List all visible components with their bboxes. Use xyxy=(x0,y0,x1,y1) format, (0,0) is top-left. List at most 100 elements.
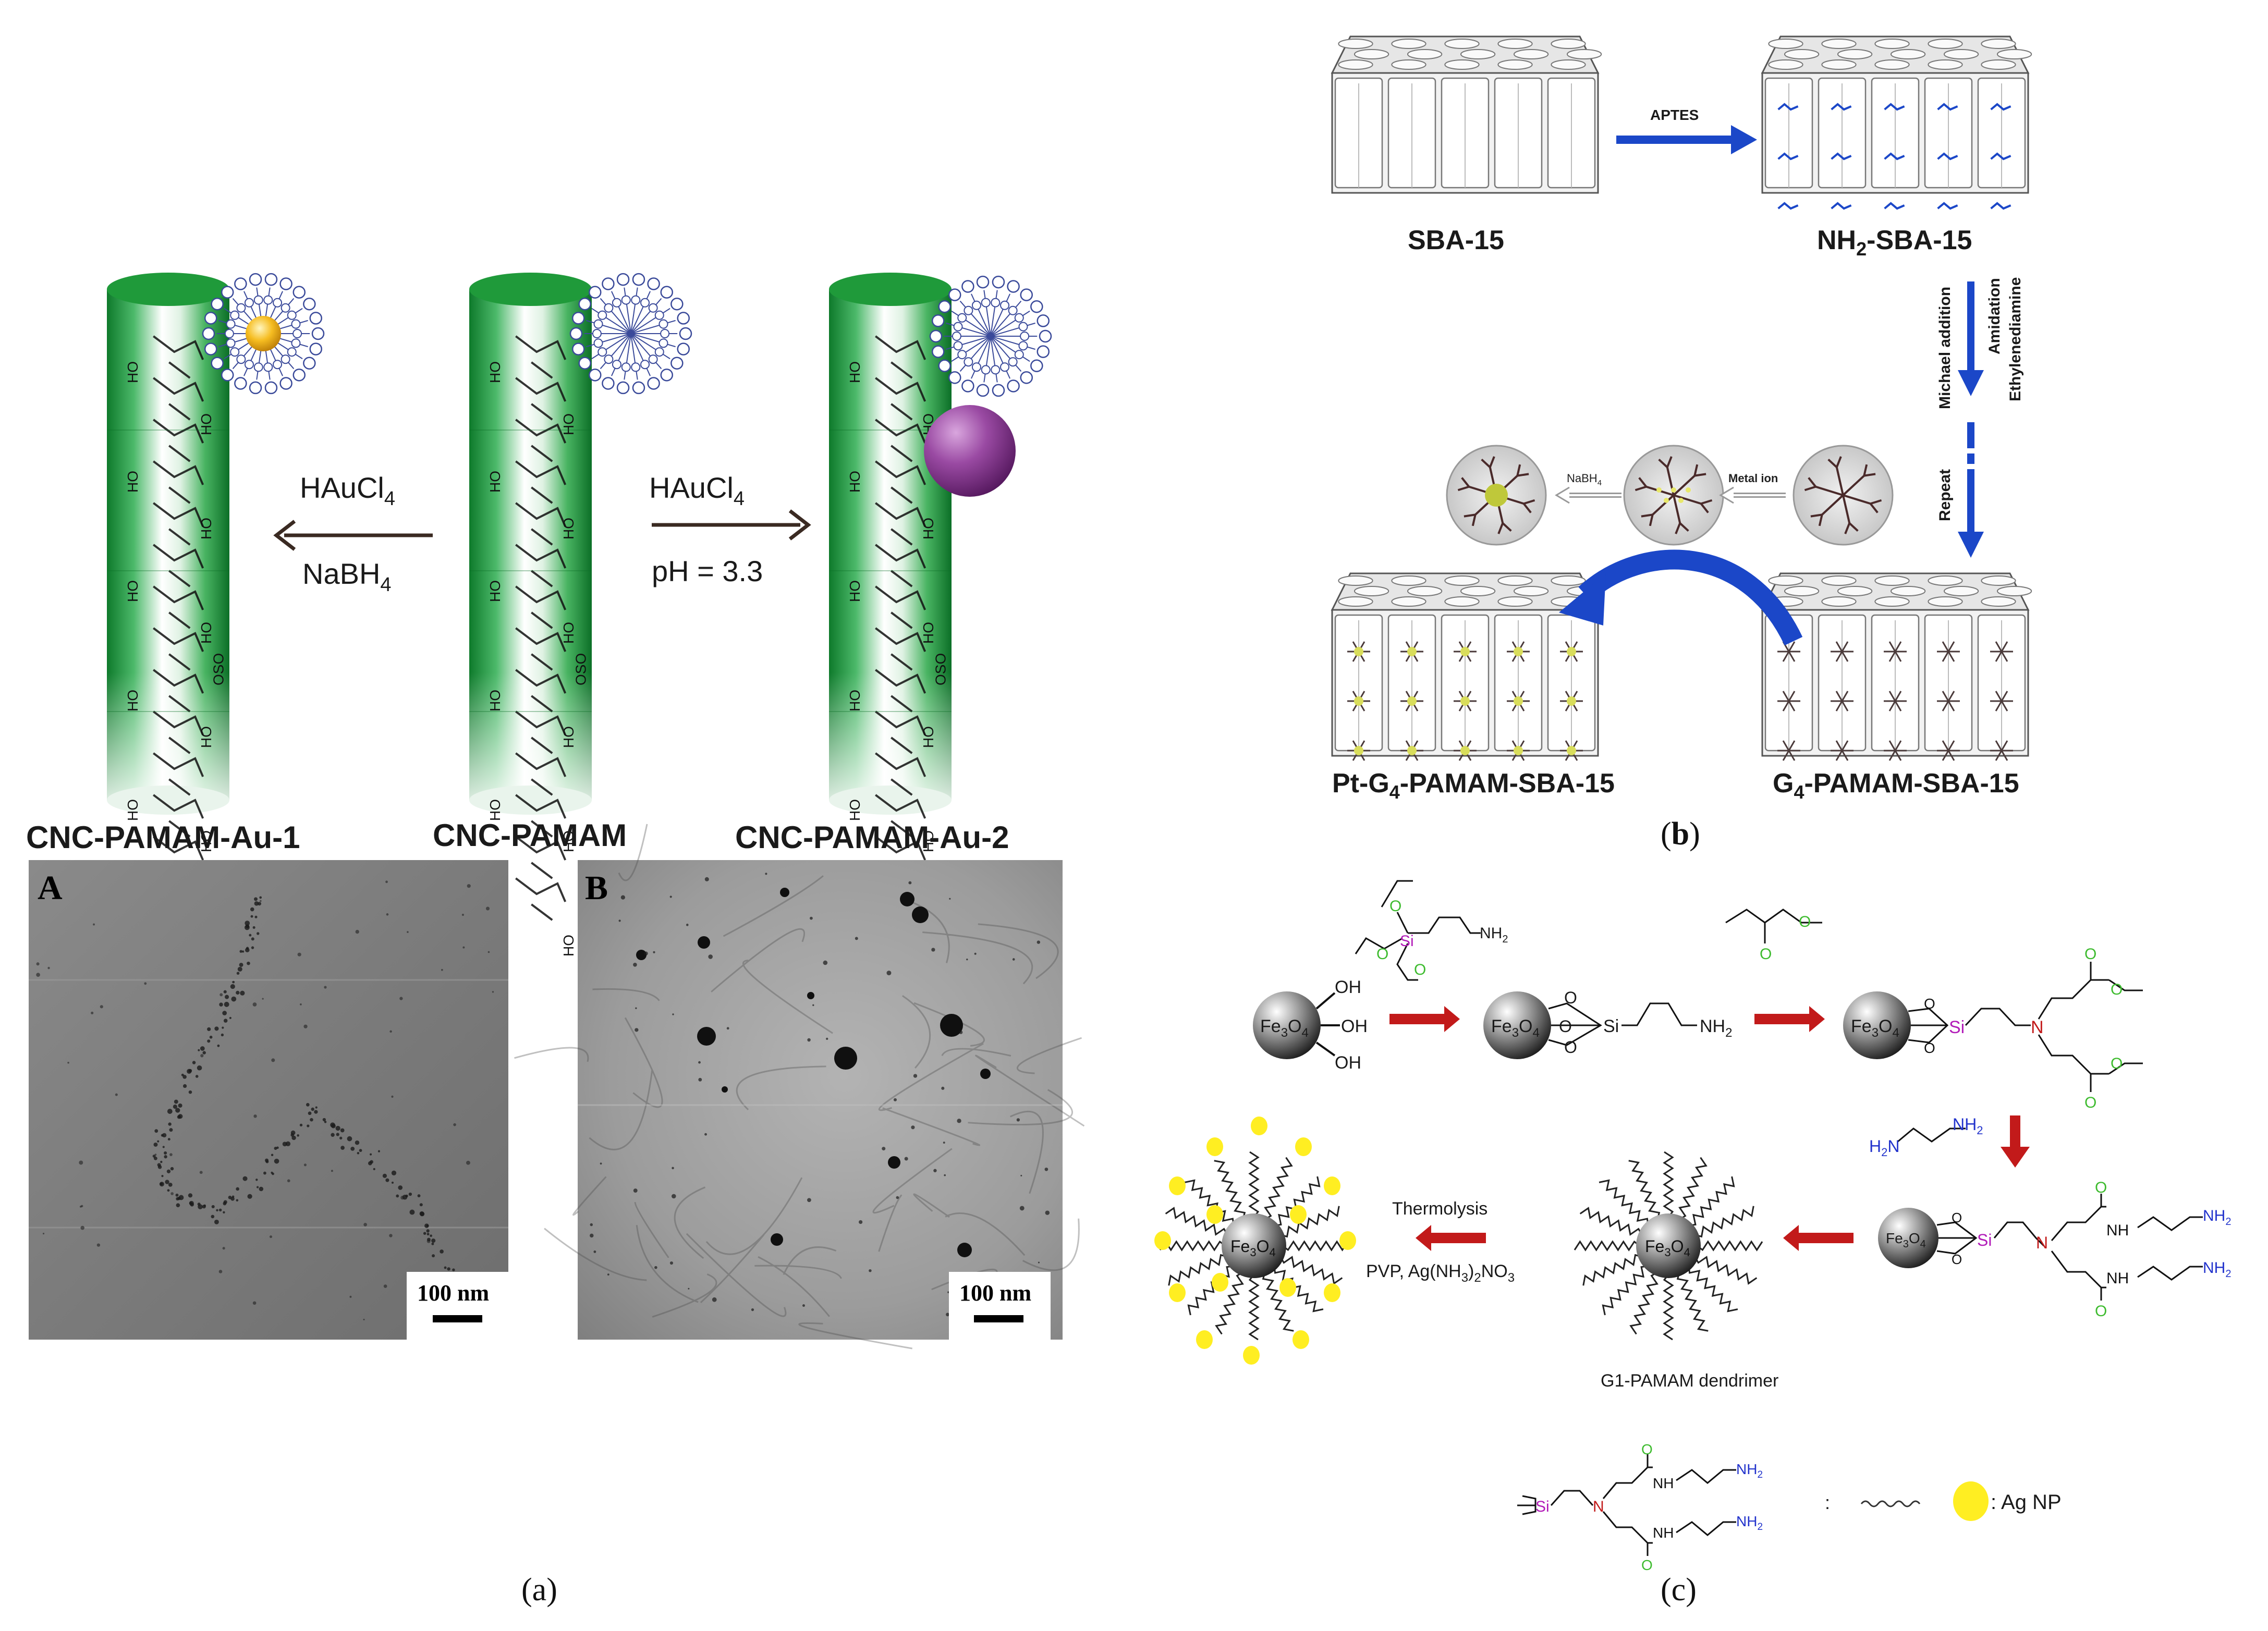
hydroxyl-label: HO xyxy=(198,413,214,435)
svg-text:Fe3O4: Fe3O4 xyxy=(1645,1237,1690,1259)
panel-a: HO HO HO HO HO HO HO HO HO HO HO HO OSO HO HO HO HO HO HO… xyxy=(26,273,1085,1608)
legend-ag-np-symbol xyxy=(1953,1481,1989,1521)
hydroxyl-label: HO xyxy=(560,518,577,539)
si3-o-2: O xyxy=(1924,1040,1935,1056)
hydroxyl-label: HO xyxy=(920,622,936,644)
sulfate-label: OSO xyxy=(932,653,948,685)
si-o-3: O xyxy=(1564,1038,1577,1057)
red-arrow-4 xyxy=(1416,1225,1486,1251)
label-amidation: Amidation xyxy=(1986,278,2003,354)
h2n-label: H2N xyxy=(1869,1137,1899,1159)
rod-left: HOHOHOHOHOHOHOHOHOHOHOHOOSO xyxy=(107,273,229,956)
methyl-acrylate xyxy=(1725,909,1822,943)
label-thermolysis: Thermolysis xyxy=(1392,1199,1487,1219)
hydroxyl-label: HO xyxy=(198,830,214,852)
legend-ag-np: : Ag NP xyxy=(1991,1491,2062,1514)
tem-a-scale-label: 100 nm xyxy=(417,1280,489,1306)
arrow-michael xyxy=(1958,281,1984,396)
red-arrow-down xyxy=(2001,1115,2030,1168)
legend-n: N xyxy=(1593,1498,1604,1515)
hydroxyl-label: HO xyxy=(487,471,503,493)
arrow-metal-ion xyxy=(1719,486,1786,504)
aptes-molecule xyxy=(1355,880,1481,981)
oh-label-3: OH xyxy=(1335,1053,1361,1073)
nh2-ethylene: NH2 xyxy=(1953,1115,1983,1137)
arrow-nabh4 xyxy=(1555,486,1621,504)
hydroxyl-label: HO xyxy=(847,361,863,383)
legend-colon: : xyxy=(1825,1492,1830,1513)
hydroxyl-label: HO xyxy=(920,726,936,748)
hydroxyl-label: HO xyxy=(847,580,863,602)
tem-b-scale-bar xyxy=(974,1315,1023,1322)
si4-o-1: O xyxy=(1952,1210,1962,1225)
hydroxyl-label: HO xyxy=(847,690,863,712)
sulfate-label: OSO xyxy=(210,653,226,685)
oh-label-2: OH xyxy=(1341,1016,1368,1036)
hydroxyl-label: HO xyxy=(920,830,936,852)
fe3o4-core-4 xyxy=(1878,1208,1938,1268)
hydroxyl-label: HO xyxy=(125,361,141,383)
rod-center: HOHOHOHOHOHOHOHOHOHOHOHOOSO xyxy=(469,273,592,956)
arrow-to-au1 xyxy=(273,520,433,551)
label-pt-g4-pamam-sba-15: Pt-G4-PAMAM-SBA-15 xyxy=(1332,768,1615,803)
ester-o-3: O xyxy=(2084,1094,2096,1111)
arrow-to-au2 xyxy=(652,509,811,541)
hydroxyl-label: HO xyxy=(125,799,141,821)
hydroxyl-label: HO xyxy=(198,726,214,748)
nh2-label-2: NH2 xyxy=(1700,1016,1732,1040)
hydroxyl-label: HO xyxy=(125,690,141,712)
red-arrow-2 xyxy=(1754,1006,1825,1032)
caption-c: (c) xyxy=(1661,1572,1697,1608)
si-label-3: Si xyxy=(1949,1017,1965,1037)
arrow-left-reagent: HAuCl4 xyxy=(300,471,395,510)
label-cnc-pamam-au-2: CNC-PAMAM-Au-2 xyxy=(735,820,1009,855)
tem-b-letter: B xyxy=(585,869,608,907)
arrow-left-reductant: NaBH4 xyxy=(302,557,392,596)
tem-image-b: B 100 nm xyxy=(514,824,1085,1350)
legend-nh2-1: NH2 xyxy=(1736,1461,1763,1480)
amide-o-1: O xyxy=(2095,1179,2107,1196)
red-arrow-1 xyxy=(1389,1006,1460,1032)
tem-a-letter: A xyxy=(38,869,63,907)
tem-image-a: A 100 nm xyxy=(29,860,508,1340)
aptes-si: Si xyxy=(1400,933,1414,950)
fe3o4-label-4: Fe3O4 xyxy=(1886,1230,1926,1250)
label-cnc-pamam-au-1: CNC-PAMAM-Au-1 xyxy=(26,820,300,855)
si-label-4: Si xyxy=(1977,1231,1992,1249)
label-g1-pamam-dendrimer: G1-PAMAM dendrimer xyxy=(1601,1371,1778,1391)
sulfate-label: OSO xyxy=(572,653,589,685)
hydroxyl-label: HO xyxy=(920,518,936,539)
si4-o-2: O xyxy=(1952,1252,1962,1267)
acrylate-o-1: O xyxy=(1760,946,1772,963)
label-cnc-pamam: CNC-PAMAM xyxy=(433,818,627,853)
amide-o-2: O xyxy=(2095,1303,2107,1320)
amide-nh-1: NH xyxy=(2106,1222,2129,1239)
legend-nh-1: NH xyxy=(1653,1475,1674,1491)
aptes-o-2: O xyxy=(1376,946,1388,963)
arrow-right-reagent: HAuCl4 xyxy=(649,471,745,510)
hydroxyl-label: HO xyxy=(560,935,577,956)
legend-si: Si xyxy=(1535,1498,1550,1515)
label-metal-ion: Metal ion xyxy=(1728,472,1778,485)
tem-b-scale-label: 100 nm xyxy=(959,1280,1031,1306)
gold-nanoparticle-small xyxy=(246,316,281,351)
n-label-3: N xyxy=(2031,1017,2044,1037)
fe3o4-label-2: Fe3O4 xyxy=(1491,1016,1540,1040)
panel-b: APTES SBA-15 NH2-SBA-15 Michael addition… xyxy=(1331,35,2032,852)
hydroxyl-label: HO xyxy=(198,518,214,539)
legend-nh-2: NH xyxy=(1653,1525,1674,1541)
hydroxyl-label: HO xyxy=(847,799,863,821)
label-nabh4: NaBH4 xyxy=(1567,472,1602,487)
legend-chain-symbol xyxy=(1860,1500,1921,1507)
si3-o-1: O xyxy=(1924,996,1935,1012)
aptes-o-3: O xyxy=(1414,961,1426,978)
fe3o4-label-3: Fe3O4 xyxy=(1851,1016,1899,1040)
fe3o4-core-2 xyxy=(1483,991,1551,1059)
acrylate-o-2: O xyxy=(1799,913,1811,930)
arrow-repeat xyxy=(1958,422,1984,558)
gold-nanoparticle-large xyxy=(924,405,1016,497)
fe3o4-core-3 xyxy=(1843,991,1911,1059)
ester-o-1: O xyxy=(2084,946,2096,963)
svg-text:Fe3O4: Fe3O4 xyxy=(1230,1237,1276,1259)
fe3o4-label-1: Fe3O4 xyxy=(1260,1016,1309,1040)
